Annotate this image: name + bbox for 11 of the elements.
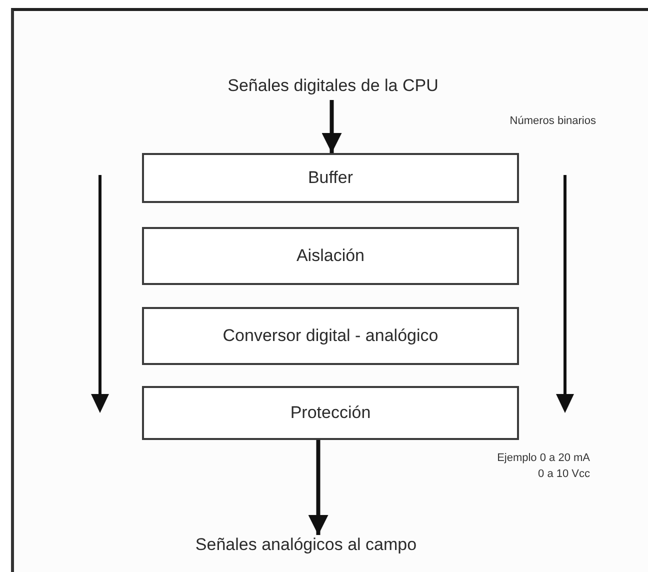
stage-box: Aislación	[142, 227, 519, 285]
stage-box: Conversor digital - analógico	[142, 307, 519, 365]
signal-label: Señales digitales de la CPU	[180, 76, 486, 100]
note-text: 0 a 10 Vcc	[537, 468, 590, 480]
signal-label: Señales analógicos al campo	[156, 535, 456, 559]
arrow	[322, 100, 342, 153]
note-text: Números binarios	[508, 115, 596, 127]
stage-box: Buffer	[142, 153, 519, 203]
stage-box: Protección	[142, 386, 519, 440]
arrow	[308, 440, 328, 535]
note-text: Ejemplo 0 a 20 mA	[496, 452, 590, 464]
